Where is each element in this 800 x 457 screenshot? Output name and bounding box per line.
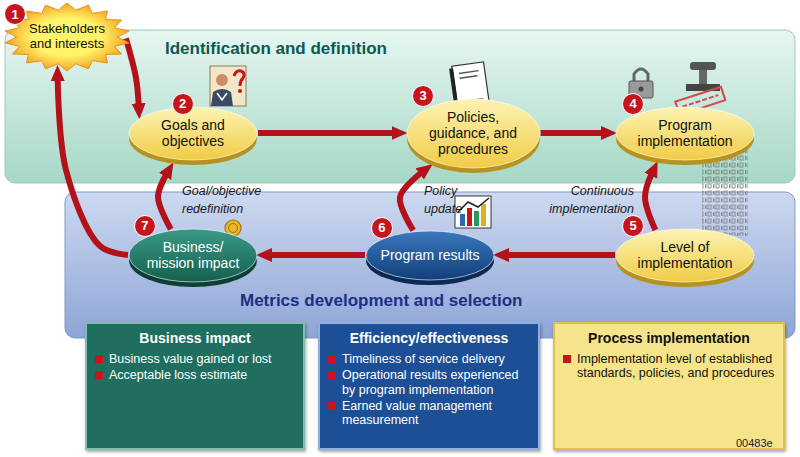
- bullet-square: [95, 355, 103, 363]
- bullet-row: Earned value management measurement: [328, 399, 530, 428]
- bullet-row: Implementation level of established stan…: [563, 352, 775, 381]
- band-heading: Metrics development and selection: [240, 291, 522, 310]
- flow-arrow: [400, 171, 423, 230]
- callout-number: 4: [630, 97, 637, 110]
- bullet-row: Timeliness of service delivery: [328, 352, 530, 366]
- bullet-square: [563, 355, 571, 363]
- node-label: Program results: [380, 247, 480, 263]
- callout-badge: 4: [622, 93, 644, 115]
- callout-number: 5: [630, 219, 637, 232]
- process-ellipse: Level of implementation5: [615, 228, 755, 288]
- callout-number: 7: [141, 219, 148, 232]
- bullet-row: Acceptable loss estimate: [95, 368, 295, 382]
- bullet-text: Business value gained or lost: [109, 352, 272, 366]
- node-label: Program implementation: [630, 117, 740, 149]
- node-label: Stakeholders and interests: [21, 22, 113, 52]
- flow-arrow: [505, 252, 615, 258]
- bullet-text: Timeliness of service delivery: [342, 352, 505, 366]
- flow-arrow: [158, 173, 171, 229]
- callout-badge: 3: [412, 85, 434, 107]
- bullet-square: [328, 355, 336, 363]
- node-label: Policies, guidance, and procedures: [421, 109, 525, 157]
- ellipse-face: [616, 229, 754, 282]
- callout-badge: 1: [4, 3, 26, 25]
- thinking-man-icon: [210, 66, 246, 106]
- results-chart-icon: [455, 196, 491, 228]
- bullet-row: Business value gained or lost: [95, 352, 295, 366]
- node-label: Goals and objectives: [143, 117, 243, 149]
- bullet-text: Operational results experienced by progr…: [342, 368, 530, 397]
- flow-arrow: [645, 172, 655, 230]
- edge-label-holder: Policy update: [424, 181, 494, 217]
- panel-heading: Efficiency/effectiveness: [328, 330, 530, 347]
- band-heading: Identification and definition: [165, 39, 387, 58]
- bullet-square: [95, 371, 103, 379]
- metric-panel: Efficiency/effectivenessTimeliness of se…: [318, 322, 540, 450]
- band-heading-holder: Metrics development and selection: [240, 291, 522, 311]
- metric-panel: Business impactBusiness value gained or …: [85, 322, 305, 450]
- callout-number: 6: [378, 221, 385, 234]
- metric-panel: Process implementationImplementation lev…: [553, 322, 785, 450]
- phase-band: Identification and definitionGoals and o…: [5, 30, 795, 183]
- edge-label-holder: Goal/objective redefinition: [182, 181, 282, 217]
- callout-badge: 2: [172, 93, 194, 115]
- callout-badge: 5: [622, 215, 644, 237]
- band-heading-holder: Identification and definition: [165, 39, 387, 59]
- flow-arrow: [258, 130, 396, 136]
- node-label: Business/ mission impact: [143, 239, 243, 271]
- starburst-outline: [5, 3, 129, 71]
- callout-badge: 6: [371, 217, 393, 239]
- flow-arrow: [58, 77, 128, 255]
- edge-label: Continuous implementation: [549, 184, 634, 216]
- callout-number: 1: [11, 8, 18, 21]
- ellipse-face: [129, 107, 257, 160]
- ellipse-face: [616, 107, 754, 160]
- bullet-text: Earned value management measurement: [342, 399, 530, 428]
- process-ellipse: Policies, guidance, and procedures3: [406, 98, 541, 174]
- bullet-square: [328, 371, 336, 379]
- flow-arrow: [126, 38, 139, 107]
- process-ellipse: Program results6: [365, 230, 495, 286]
- panel-heading: Process implementation: [563, 330, 775, 347]
- bullet-text: Implementation level of established stan…: [577, 352, 775, 381]
- process-ellipse: Business/ mission impact7: [128, 228, 258, 288]
- process-ellipse: Program implementation4: [615, 106, 755, 166]
- callout-number: 2: [179, 97, 186, 110]
- edge-label: Policy update: [424, 184, 462, 216]
- ellipse-face: [407, 99, 540, 168]
- phase-band: Metrics development and selection Busines…: [65, 192, 795, 338]
- callout-number: 3: [419, 89, 426, 102]
- flow-arrow: [268, 252, 365, 258]
- callout-badge: 7: [134, 215, 156, 237]
- panel-heading: Business impact: [95, 330, 295, 347]
- edge-label: Goal/objective redefinition: [182, 184, 261, 216]
- bullet-row: Operational results experienced by progr…: [328, 368, 530, 397]
- node-label: Level of implementation: [630, 239, 740, 271]
- flow-arrow: [541, 130, 606, 136]
- bullet-text: Acceptable loss estimate: [109, 368, 247, 382]
- process-ellipse: Goals and objectives2: [128, 106, 258, 166]
- edge-label-holder: Continuous implementation: [538, 181, 634, 217]
- bullet-square: [328, 402, 336, 410]
- starburst-node: Stakeholders and interests1: [3, 2, 131, 72]
